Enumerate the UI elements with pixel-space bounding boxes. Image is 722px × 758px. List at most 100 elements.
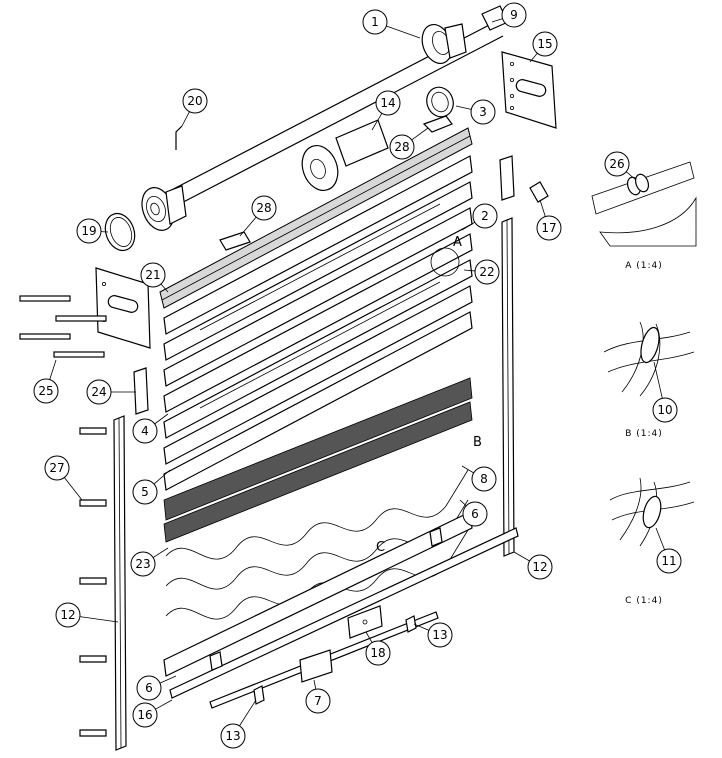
callout-bubble (501, 2, 527, 28)
callout-number: 12 (60, 608, 75, 622)
callout-leader (455, 105, 472, 110)
callout-c5: 5 (132, 469, 171, 505)
callout-number: 6 (145, 681, 153, 695)
bracket-left-part (95, 267, 151, 349)
detail-caption-b: B (1:4) (625, 429, 663, 439)
callout-bubble (365, 640, 391, 666)
callout-c12a: 12 (513, 551, 553, 580)
callout-c27: 27 (44, 455, 83, 501)
callout-leader (152, 547, 169, 558)
callout-c22: 22 (463, 259, 500, 285)
callout-leader (239, 699, 257, 727)
rail-clip-left-part (133, 367, 149, 415)
callout-number: 16 (137, 708, 152, 722)
callout-bubble (389, 134, 415, 160)
callout-number: 14 (380, 96, 395, 110)
callout-bubble (132, 418, 158, 444)
pulley-wheel-part (301, 119, 389, 191)
callout-bubble (362, 9, 388, 35)
callout-c7: 7 (305, 679, 331, 714)
callout-number: 26 (609, 157, 624, 171)
callout-leader (365, 631, 373, 643)
callout-leader (463, 269, 476, 272)
callout-number: 27 (49, 461, 64, 475)
callout-leader (160, 283, 169, 293)
callout-c11: 11 (655, 527, 682, 574)
callout-c6b: 6 (136, 675, 177, 701)
callout-bubble (136, 675, 162, 701)
callout-leader (181, 111, 190, 127)
callout-bubble (527, 554, 553, 580)
callout-c21: 21 (140, 262, 169, 293)
rail-clip-right-part (499, 155, 515, 201)
callout-bubble (55, 602, 81, 628)
callout-bubble (33, 378, 59, 404)
detail-view-b (603, 321, 695, 397)
callout-bubble (130, 551, 156, 577)
callout-c20: 20 (181, 88, 208, 127)
detail-marker-a (430, 247, 460, 277)
ring-part (104, 212, 136, 252)
callout-number: 13 (432, 628, 447, 642)
callout-leader (529, 52, 538, 63)
callout-c19: 19 (76, 218, 109, 244)
callout-bubble (656, 548, 682, 574)
callout-number: 25 (38, 384, 53, 398)
callout-c10: 10 (652, 361, 678, 423)
callout-number: 22 (479, 265, 494, 279)
callout-leader (491, 18, 503, 23)
detail-letter-a: A (453, 235, 462, 250)
callout-c23: 23 (130, 547, 169, 577)
callout-leader (153, 469, 171, 485)
callout-c15: 15 (529, 31, 558, 63)
callout-number: 9 (510, 8, 518, 22)
callout-leader (155, 699, 173, 710)
bolt-parts (19, 295, 107, 358)
callout-leader (459, 499, 467, 507)
detail-caption-c: C (1:4) (625, 596, 663, 606)
callout-c17: 17 (536, 199, 562, 241)
callout-bubble (604, 151, 630, 177)
callout-c1: 1 (362, 9, 421, 39)
callout-leader (49, 359, 57, 380)
callout-c14: 14 (371, 90, 401, 131)
callout-number: 21 (145, 268, 160, 282)
callout-bubble (652, 397, 678, 423)
callout-leader (625, 171, 637, 181)
callout-c25: 25 (33, 359, 59, 404)
callout-bubble (474, 259, 500, 285)
end-cap-right-part (421, 23, 467, 64)
callout-bubble (305, 688, 331, 714)
callout-bubble (220, 723, 246, 749)
callout-bubble (375, 90, 401, 116)
callout-c8: 8 (461, 465, 497, 492)
callout-bubble (462, 501, 488, 527)
callout-leader (655, 527, 665, 550)
callout-bubble (140, 262, 166, 288)
clip-small-parts (219, 115, 549, 251)
callout-c6a: 6 (459, 499, 488, 527)
detail-letter-c: C (376, 540, 385, 555)
callout-c4: 4 (132, 413, 169, 444)
wall-anchor-parts (79, 427, 107, 737)
callout-c13a: 13 (413, 622, 453, 648)
callout-leader (313, 679, 317, 690)
callout-number: 3 (479, 105, 487, 119)
callout-bubble (427, 622, 453, 648)
callout-bubble (471, 466, 497, 492)
callout-leader (461, 465, 474, 474)
callout-bubble (472, 203, 498, 229)
callout-bubble (86, 379, 112, 405)
guide-rail-left-part (113, 415, 127, 751)
callout-number: 12 (532, 560, 547, 574)
callout-number: 2 (481, 209, 489, 223)
shutter-curtain (159, 127, 519, 709)
callout-number: 19 (81, 224, 96, 238)
bracket-right-part (501, 51, 557, 129)
callout-number: 23 (135, 557, 150, 571)
detail-caption-a: A (1:4) (625, 261, 663, 271)
guide-rail-right-part (501, 217, 515, 557)
callout-bubble (44, 455, 70, 481)
